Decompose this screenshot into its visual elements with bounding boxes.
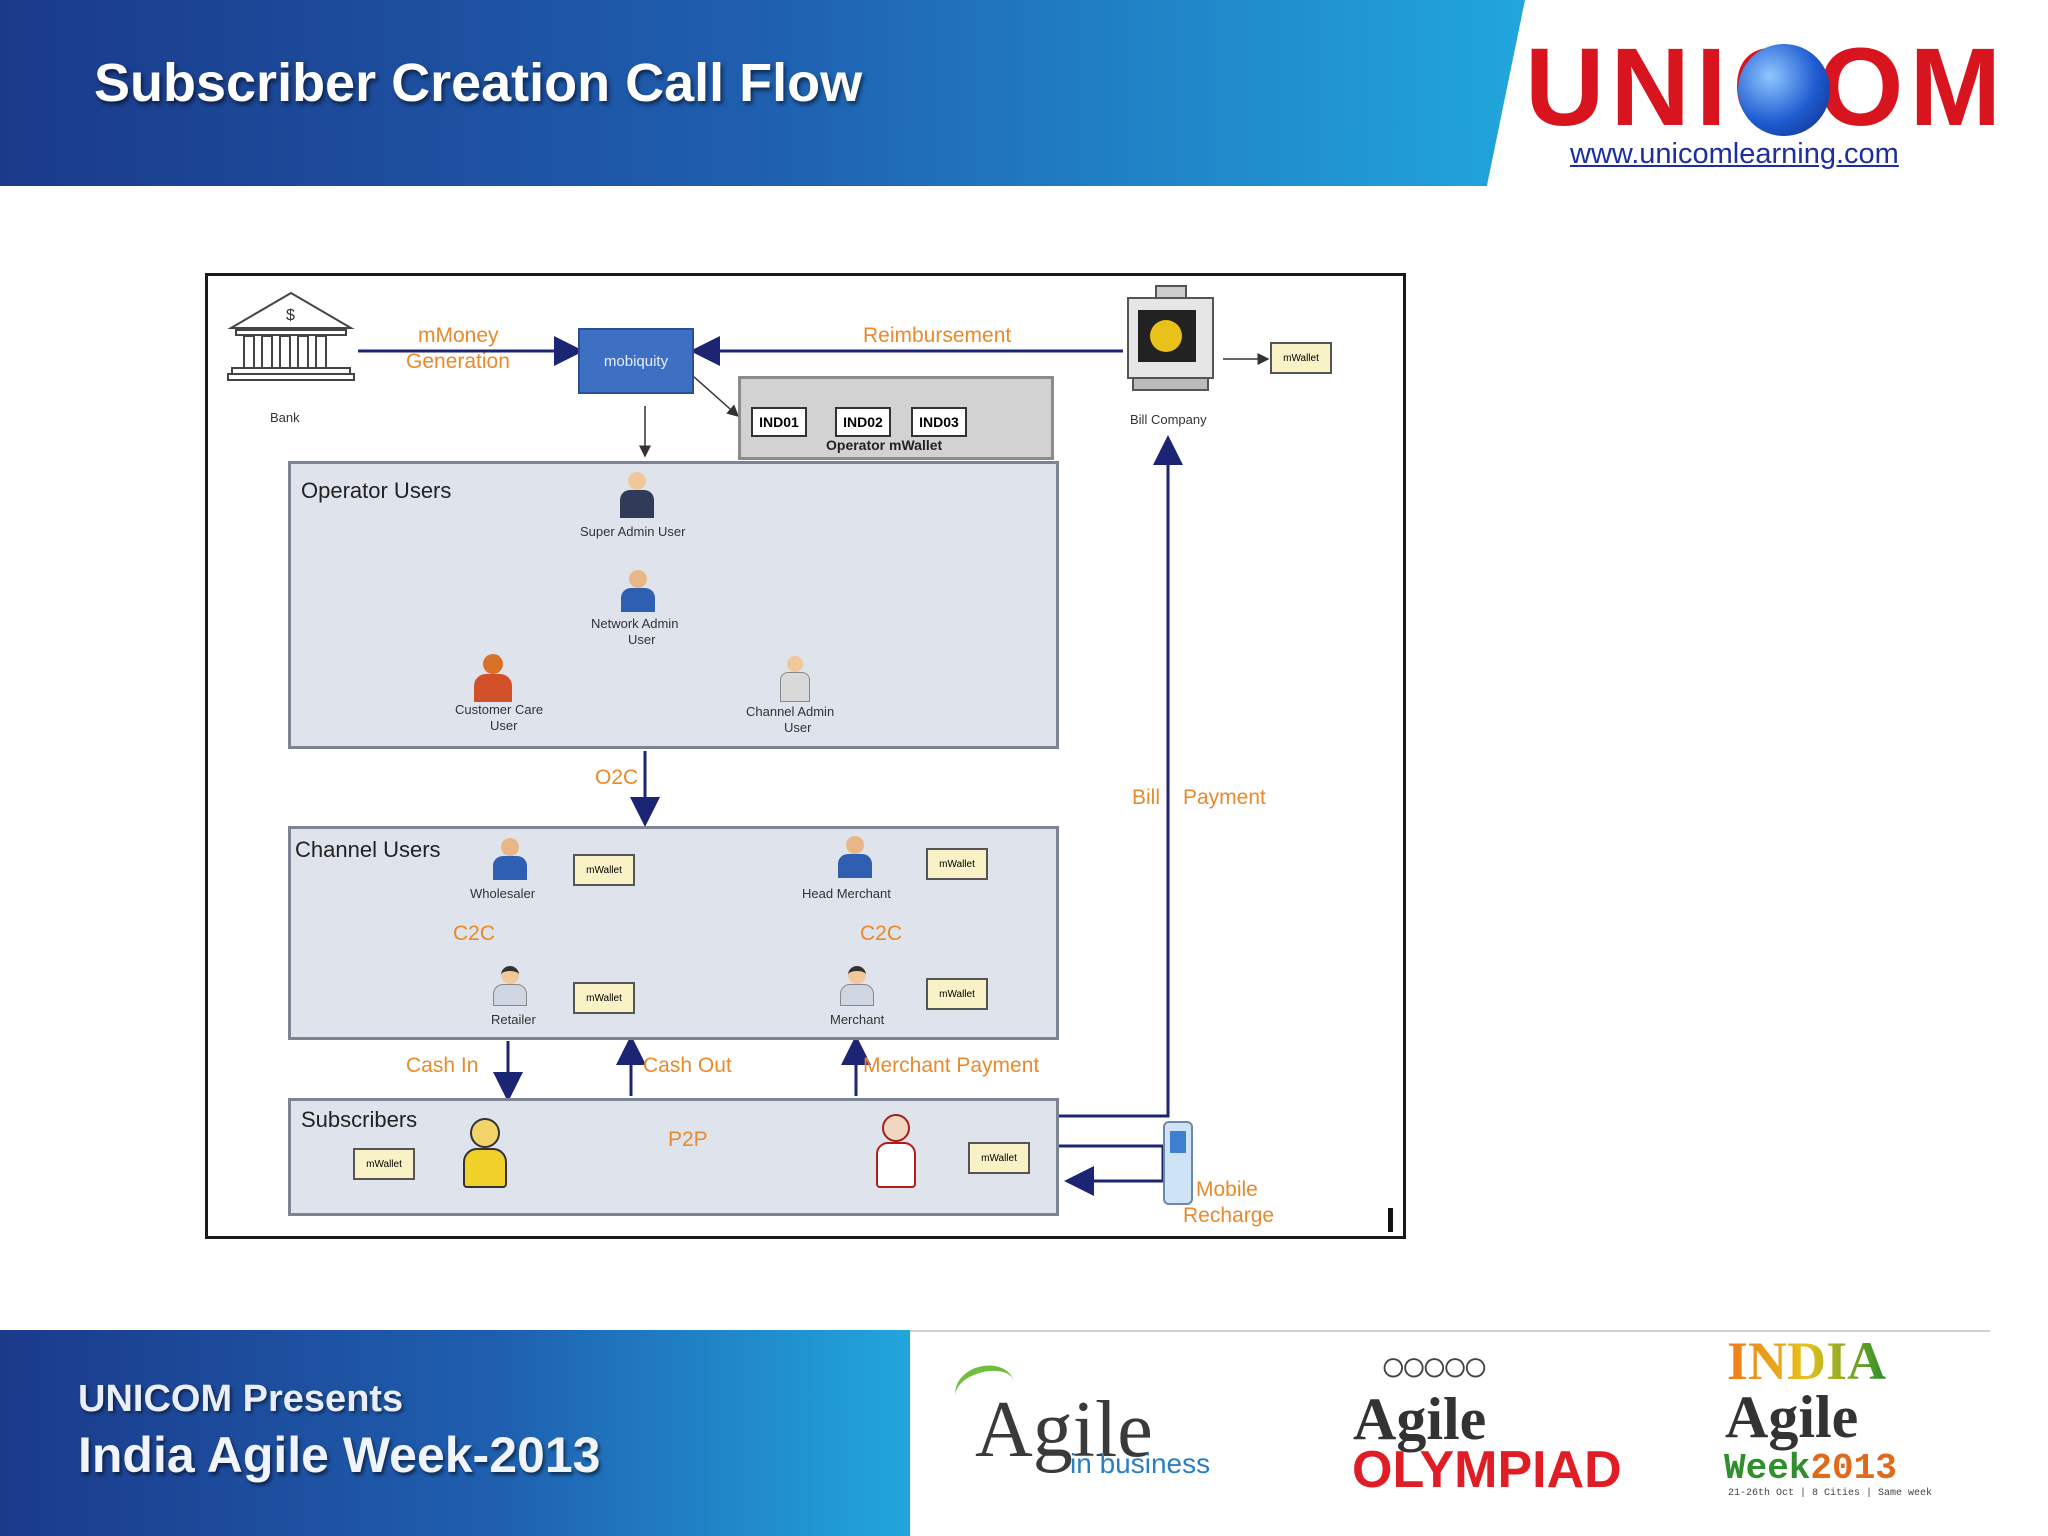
mobile-phone-icon	[1163, 1121, 1193, 1205]
c2c-right-label: C2C	[860, 922, 903, 945]
mmoney-label: mMoney	[418, 324, 499, 347]
super-admin-label: Super Admin User	[580, 524, 686, 539]
channel-admin-label: Channel Admin	[746, 704, 835, 719]
week-word: Week	[1724, 1448, 1811, 1489]
channel-admin-label-2: User	[784, 720, 812, 735]
olympiad-agile-word: Agile	[1353, 1386, 1487, 1452]
customer-care-icon	[474, 654, 512, 704]
olympic-rings-icon: ○○○○○	[1380, 1342, 1489, 1391]
o2c-label: O2C	[595, 766, 639, 789]
bill-company-wallet: mWallet	[1270, 342, 1332, 374]
c2c-left-label: C2C	[453, 922, 496, 945]
operator-wallet-ind01: IND01	[751, 407, 807, 437]
week-tagline: 21-26th Oct | 8 Cities | Same week	[1728, 1488, 1933, 1499]
wholesaler-wallet: mWallet	[573, 854, 635, 886]
merchant-wallet: mWallet	[926, 978, 988, 1010]
wholesaler-label: Wholesaler	[470, 886, 536, 901]
footer-divider	[910, 1330, 1990, 1332]
slide-title: Subscriber Creation Call Flow	[94, 53, 863, 113]
subscriber-right-icon	[876, 1114, 916, 1188]
cash-in-label: Cash In	[406, 1054, 479, 1077]
agile-in-business-sub: in business	[1070, 1448, 1211, 1479]
call-flow-diagram: $ Bank mMoney Generation mobiquity Reimb…	[205, 273, 1406, 1239]
india-word: INDIA	[1727, 1331, 1887, 1391]
channel-admin-icon	[780, 656, 810, 704]
week-year: 2013	[1810, 1448, 1897, 1489]
unicom-url-link[interactable]: www.unicomlearning.com	[1570, 138, 1899, 170]
subscriber-left-wallet: mWallet	[353, 1148, 415, 1180]
customer-care-label-2: User	[490, 718, 518, 733]
footer-band	[0, 1330, 910, 1536]
network-admin-label-2: User	[628, 632, 656, 647]
operator-users-title: Operator Users	[301, 478, 452, 503]
reimbursement-label: Reimbursement	[863, 324, 1012, 347]
agile-in-business-word: Agile	[975, 1386, 1153, 1474]
footer-event-title: India Agile Week-2013	[78, 1427, 601, 1483]
week-2013: Week2013	[1724, 1448, 1897, 1489]
recharge-label: Recharge	[1183, 1204, 1275, 1227]
customer-care-label: Customer Care	[455, 702, 544, 717]
merchant-payment-label: Merchant Payment	[863, 1054, 1040, 1077]
super-admin-icon	[620, 472, 654, 520]
bill-company-label: Bill Company	[1130, 412, 1207, 427]
bill-label: Bill	[1132, 786, 1161, 809]
payment-label: Payment	[1183, 786, 1266, 809]
head-merchant-icon	[838, 836, 872, 880]
operator-mwallet-label: Operator mWallet	[826, 437, 943, 453]
retailer-label: Retailer	[491, 1012, 536, 1027]
mmoney-generation-label: Generation	[406, 350, 510, 373]
merchant-icon	[840, 966, 874, 1008]
svg-text:$: $	[286, 307, 295, 324]
footer-presents: UNICOM Presents	[78, 1378, 404, 1420]
mobiquity-node: mobiquity	[578, 328, 694, 394]
merchant-label: Merchant	[830, 1012, 885, 1027]
operator-mwallet-group: IND01 IND02 IND03 Operator mWallet	[738, 376, 1054, 460]
subscribers-panel: Subscribers	[288, 1098, 1059, 1216]
head-merchant-wallet: mWallet	[926, 848, 988, 880]
head-merchant-label: Head Merchant	[802, 886, 891, 901]
olympiad-word: OLYMPIAD	[1352, 1441, 1622, 1499]
mobile-label: Mobile	[1196, 1178, 1258, 1201]
bank-label: Bank	[270, 410, 300, 425]
network-admin-icon	[621, 570, 655, 614]
bill-company-icon	[1127, 285, 1214, 391]
mobiquity-label: mobiquity	[603, 352, 669, 370]
p2p-label: P2P	[668, 1128, 708, 1151]
subscriber-right-wallet: mWallet	[968, 1142, 1030, 1174]
wholesaler-icon	[493, 838, 527, 882]
cash-out-label: Cash Out	[643, 1054, 732, 1077]
header-band	[0, 0, 1525, 186]
retailer-wallet: mWallet	[573, 982, 635, 1014]
subscriber-left-icon	[463, 1118, 507, 1188]
retailer-icon	[493, 966, 527, 1008]
channel-users-title: Channel Users	[295, 837, 441, 862]
operator-wallet-ind03: IND03	[911, 407, 967, 437]
network-admin-label: Network Admin	[591, 616, 679, 631]
india-agile-word: Agile	[1725, 1384, 1859, 1450]
globe-icon	[1738, 44, 1830, 136]
operator-wallet-ind02: IND02	[835, 407, 891, 437]
subscribers-title: Subscribers	[301, 1107, 418, 1132]
operator-users-panel: Operator Users	[288, 461, 1059, 749]
bank-icon: $	[227, 291, 355, 381]
